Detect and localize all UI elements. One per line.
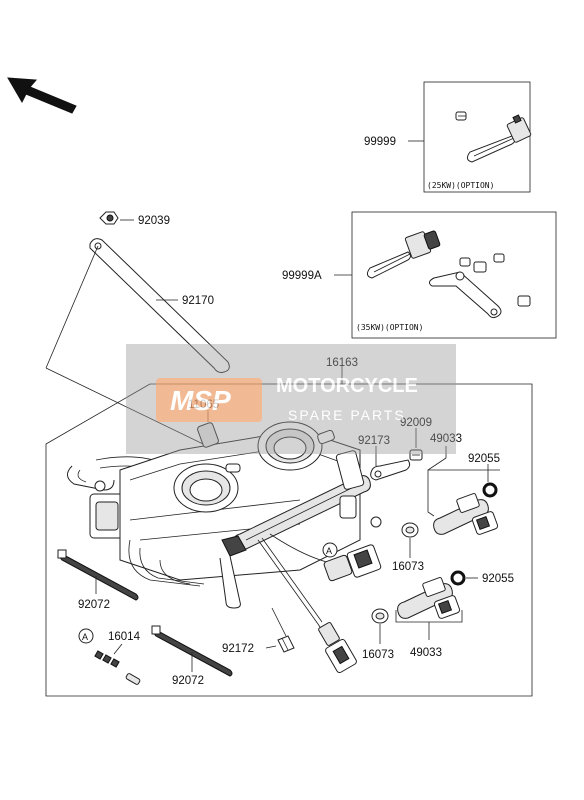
svg-text:MSP: MSP <box>170 385 231 416</box>
cable-tie-92072-bottom-icon <box>151 625 233 677</box>
reference-marker-a-left: A <box>78 628 94 644</box>
part-number-49033-top: 49033 <box>430 433 462 445</box>
screw-92172-icon <box>277 635 295 653</box>
watermark: MSP MOTORCYCLE SPARE PARTS <box>126 344 456 454</box>
svg-text:A: A <box>82 632 88 642</box>
cable-tie-92072-left-icon <box>57 549 139 601</box>
part-number-92009: 92009 <box>400 417 432 429</box>
bracket-icon <box>428 271 502 319</box>
reference-marker-a-center: A <box>322 542 338 558</box>
part-number-92039: 92039 <box>138 215 170 227</box>
part-number-99999: 99999 <box>364 136 396 148</box>
screw-92009-icon <box>409 449 423 461</box>
option-label-35kw: (35KW)(OPTION) <box>356 323 423 332</box>
part-number-92173: 92173 <box>358 435 390 447</box>
part-number-92055-bottom: 92055 <box>482 573 514 585</box>
part-number-92170: 92170 <box>182 295 214 307</box>
screw-icon <box>455 111 467 121</box>
part-number-92072-bottom: 92072 <box>172 675 204 687</box>
o-ring-92055-top-icon <box>482 482 498 498</box>
part-number-92172: 92172 <box>222 643 254 655</box>
part-number-99999A: 99999A <box>282 270 322 282</box>
connector-harness-icon <box>466 114 532 163</box>
part-number-49033-bottom: 49033 <box>410 647 442 659</box>
strap-92170-icon <box>89 238 230 373</box>
part-number-16073-bottom: 16073 <box>362 649 394 661</box>
part-number-16073-top: 16073 <box>392 561 424 573</box>
watermark-title: MOTORCYCLE <box>276 375 418 397</box>
washer-16073-bottom-icon <box>371 608 389 624</box>
injector-49033-top-icon <box>433 493 499 535</box>
connector-harness-icon <box>366 230 441 279</box>
watermark-logo <box>156 378 262 422</box>
assembly-frame-16163 <box>45 383 533 697</box>
part-number-16163: 16163 <box>326 357 358 369</box>
part-number-92072-left: 92072 <box>78 599 110 611</box>
cap-11065-icon <box>197 422 219 448</box>
o-ring-92055-bottom-icon <box>450 570 466 586</box>
seal-kit-16014-icon <box>94 650 141 685</box>
screw-icon <box>459 253 531 307</box>
throttle-body-assembly <box>67 421 382 674</box>
option-box-35kw: 99999A (35KW)(OPTION) <box>282 211 557 339</box>
svg-text:A: A <box>326 546 332 556</box>
clamp-92173-icon <box>370 459 411 481</box>
injector-49033-bottom-icon <box>397 577 461 619</box>
watermark-subtitle: SPARE PARTS <box>288 407 406 423</box>
part-number-16014: 16014 <box>108 631 141 643</box>
option-label-25kw: (25KW)(OPTION) <box>427 181 494 190</box>
washer-16073-top-icon <box>401 522 419 538</box>
part-number-92055-top: 92055 <box>468 453 500 465</box>
bolt-92039-icon <box>99 211 119 225</box>
front-direction-arrow-icon <box>7 77 77 114</box>
option-box-25kw: 99999 (25KW)(OPTION) <box>364 81 532 193</box>
